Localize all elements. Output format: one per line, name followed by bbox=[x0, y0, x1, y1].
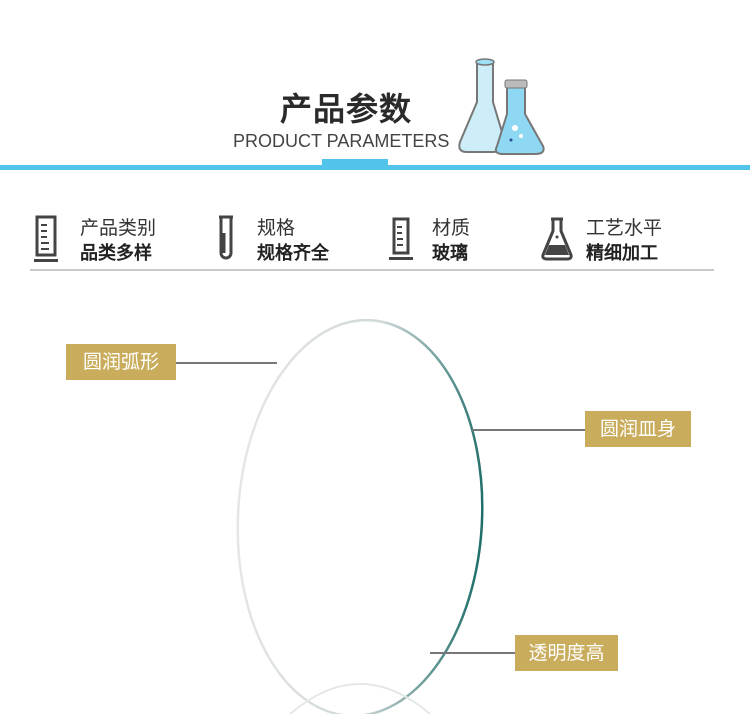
beaker-icon bbox=[34, 215, 58, 262]
callout-tag: 透明度高 bbox=[515, 635, 618, 671]
page-title: 产品参数 bbox=[280, 90, 413, 128]
header-divider bbox=[0, 165, 750, 170]
callout-tag: 圆润弧形 bbox=[66, 344, 176, 380]
title-underline-tab bbox=[322, 159, 388, 166]
param-value: 规格齐全 bbox=[257, 243, 329, 264]
flask-icon bbox=[541, 217, 573, 261]
param-value: 精细加工 bbox=[586, 243, 658, 264]
param-value: 品类多样 bbox=[80, 243, 152, 264]
lab-flasks-icon bbox=[458, 58, 545, 155]
param-label: 材质 bbox=[432, 217, 471, 239]
page-subtitle: PRODUCT PARAMETERS bbox=[233, 131, 450, 151]
callout-line bbox=[472, 429, 585, 431]
callout-tag: 圆润皿身 bbox=[585, 411, 691, 447]
test-tube-icon bbox=[219, 215, 233, 260]
params-divider bbox=[30, 269, 714, 271]
param-label: 工艺水平 bbox=[586, 217, 663, 239]
param-value: 玻璃 bbox=[432, 243, 468, 264]
param-label: 规格 bbox=[257, 217, 296, 239]
callout-line bbox=[430, 652, 515, 654]
callout-line bbox=[176, 362, 277, 364]
param-label: 产品类别 bbox=[80, 217, 157, 239]
petri-dish-image bbox=[236, 318, 484, 714]
cylinder-icon bbox=[389, 217, 413, 260]
